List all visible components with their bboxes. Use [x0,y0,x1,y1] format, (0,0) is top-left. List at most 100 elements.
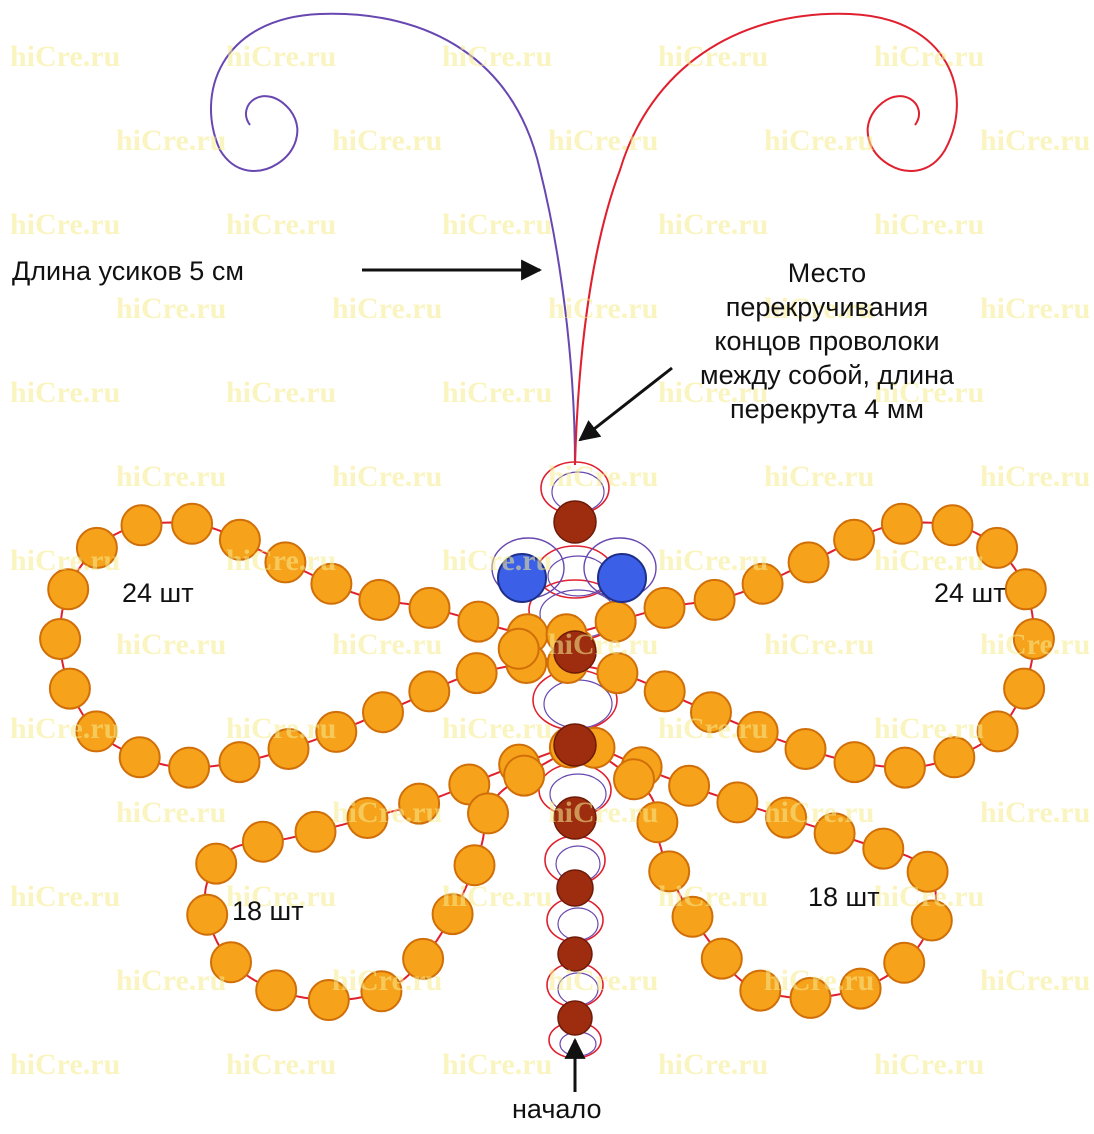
lower-right-wing-bead [669,766,709,806]
watermark-text: hiCre.ru [548,460,658,494]
watermark-text: hiCre.ru [442,376,552,410]
upper-right-wing-bead [835,742,875,782]
upper-right-wing-bead [695,580,735,620]
watermark-text: hiCre.ru [658,40,768,74]
watermark-text: hiCre.ru [10,1048,120,1082]
watermark-text: hiCre.ru [548,292,658,326]
body-wire-loop [544,680,612,728]
watermark-text: hiCre.ru [226,712,336,746]
upper-left-wing-bead [40,619,80,659]
lower-left-wing-bead [296,812,336,852]
lower-left-wing-bead [504,756,544,796]
watermark-text: hiCre.ru [658,880,768,914]
watermark-text: hiCre.ru [442,880,552,914]
watermark-text: hiCre.ru [116,460,226,494]
upper-left-wing-bead [457,653,497,693]
upper-left-wing-bead [363,692,403,732]
watermark-text: hiCre.ru [548,964,658,998]
upper-right-wing-bead [1006,569,1046,609]
lower-left-wing-bead [196,844,236,884]
watermark-text: hiCre.ru [442,1048,552,1082]
body-bead [558,1001,592,1035]
upper-left-wing-bead [409,671,449,711]
upper-right-wing-bead [645,588,685,628]
watermark-text: hiCre.ru [874,1048,984,1082]
twist-place-line: концов проволоки [652,324,1002,358]
start-label: начало [512,1096,602,1123]
twist-place-line: Место [652,256,1002,290]
watermark-text: hiCre.ru [226,1048,336,1082]
watermark-text: hiCre.ru [548,796,658,830]
watermark-text: hiCre.ru [980,124,1090,158]
watermark-text: hiCre.ru [658,712,768,746]
twist-place-line: перекрута 4 мм [652,392,1002,426]
watermark-text: hiCre.ru [116,292,226,326]
upper-right-wing-bead [834,520,874,560]
watermark-text: hiCre.ru [658,1048,768,1082]
upper-left-wing-bead [220,742,260,782]
upper-left-wing-bead [410,588,450,628]
upper-right-wing-bead [885,748,925,788]
lower-right-wing-bead [614,759,654,799]
watermark-text: hiCre.ru [116,796,226,830]
upper-left-wing-count: 24 шт [122,580,194,607]
upper-left-wing-bead [120,737,160,777]
watermark-text: hiCre.ru [874,40,984,74]
watermark-text: hiCre.ru [442,544,552,578]
watermark-text: hiCre.ru [332,292,442,326]
body-wire-loop [558,908,598,940]
watermark-text: hiCre.ru [332,964,442,998]
watermark-text: hiCre.ru [764,460,874,494]
watermark-text: hiCre.ru [332,124,442,158]
lower-left-wing-bead [468,793,508,833]
watermark-text: hiCre.ru [874,544,984,578]
upper-left-wing-bead [169,748,209,788]
lower-left-wing-bead [256,970,296,1010]
body-wire-loop [560,1032,596,1056]
watermark-text: hiCre.ru [980,628,1090,662]
lower-right-wing-count: 18 шт [808,884,880,911]
lower-left-wing-bead [187,895,227,935]
upper-left-wing-bead [458,602,498,642]
watermark-text: hiCre.ru [874,712,984,746]
lower-left-wing-count: 18 шт [232,898,304,925]
watermark-text: hiCre.ru [10,880,120,914]
upper-left-wing-bead [172,504,212,544]
lower-right-wing-bead [884,943,924,983]
twist-place-label: Место перекручивания концов проволоки ме… [652,256,1002,426]
upper-right-wing-bead [882,504,922,544]
upper-right-wing-bead [789,542,829,582]
upper-left-wing-bead [359,580,399,620]
watermark-text: hiCre.ru [10,712,120,746]
upper-right-wing-bead [1004,669,1044,709]
watermark-text: hiCre.ru [980,460,1090,494]
body-bead [557,870,593,906]
watermark-text: hiCre.ru [116,964,226,998]
watermark-text: hiCre.ru [764,628,874,662]
watermark-text: hiCre.ru [10,544,120,578]
watermark-text: hiCre.ru [442,208,552,242]
watermark-text: hiCre.ru [658,208,768,242]
watermark-text: hiCre.ru [764,124,874,158]
watermark-text: hiCre.ru [116,124,226,158]
watermark-text: hiCre.ru [764,964,874,998]
watermark-text: hiCre.ru [980,964,1090,998]
upper-left-wing-bead [50,669,90,709]
watermark-text: hiCre.ru [442,40,552,74]
watermark-text: hiCre.ru [226,544,336,578]
watermark-text: hiCre.ru [226,376,336,410]
watermark-text: hiCre.ru [332,628,442,662]
eye-bead [598,554,646,602]
watermark-text: hiCre.ru [442,712,552,746]
watermark-text: hiCre.ru [226,208,336,242]
watermark-text: hiCre.ru [658,544,768,578]
antenna-length-label: Длина усиков 5 см [12,258,244,285]
lower-right-wing-bead [702,939,742,979]
watermark-text: hiCre.ru [332,460,442,494]
upper-left-wing-bead [122,505,162,545]
lower-left-wing-bead [243,822,283,862]
watermark-text: hiCre.ru [548,124,658,158]
upper-right-wing-bead [645,671,685,711]
watermark-text: hiCre.ru [332,796,442,830]
